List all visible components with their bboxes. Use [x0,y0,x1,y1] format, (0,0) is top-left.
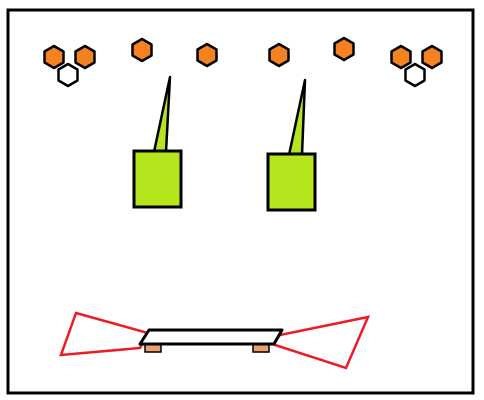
hexagon-icon[interactable] [404,62,426,88]
hexagon-icon[interactable] [390,44,412,70]
cannon-left[interactable] [132,75,183,209]
cannon-right[interactable] [266,78,317,212]
hexagon-icon[interactable] [131,37,153,63]
deflector-fan-icon-left [59,311,150,357]
hexagon-cluster-left [43,44,96,88]
hexagon-icon[interactable] [421,44,443,70]
hexagon-icon[interactable] [43,44,65,70]
hexagon-icon[interactable] [333,36,355,62]
hexagon-cluster-right [390,44,443,88]
paddle-platform-icon[interactable] [138,328,284,346]
cannon-block-icon [266,152,317,212]
hexagon-icon[interactable] [57,62,79,88]
cannon-block-icon [132,149,183,209]
hexagon-icon[interactable] [74,44,96,70]
hexagon-icon[interactable] [268,42,290,68]
hexagon-icon[interactable] [196,42,218,68]
